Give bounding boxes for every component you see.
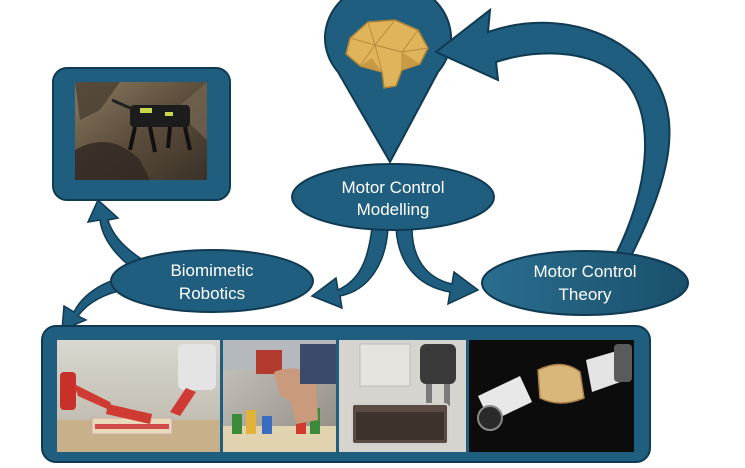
modelling-to-robotics-arrow — [310, 227, 389, 310]
node-biomimetic-robotics: Biomimetic Robotics — [110, 249, 314, 313]
node-robotics-line2: Robotics — [179, 284, 245, 303]
hand-stacking-blocks-photo — [223, 340, 336, 452]
node-theory-line2: Theory — [559, 285, 612, 304]
theory-to-brain-arrow — [434, 7, 671, 263]
brain-icon — [345, 19, 429, 89]
node-theory-line1: Motor Control — [534, 262, 637, 281]
node-motor-control-modelling: Motor Control Modelling — [291, 163, 495, 231]
red-robot-arm-photo — [57, 340, 220, 452]
robot-gripper-container-photo — [339, 340, 466, 452]
robot-holding-bread-photo — [469, 340, 634, 452]
robot-dog-photo-frame — [52, 67, 231, 201]
node-motor-control-theory: Motor Control Theory — [481, 250, 689, 316]
node-modelling-line2: Modelling — [357, 200, 430, 219]
robot-dog-in-cave-photo — [75, 82, 207, 180]
modelling-to-theory-arrow — [395, 227, 480, 306]
photo-strip — [41, 325, 651, 463]
node-modelling-line1: Motor Control — [342, 178, 445, 197]
node-robotics-line1: Biomimetic — [170, 261, 254, 280]
robotics-to-photo-arrow — [86, 198, 142, 270]
brain-pin — [324, 0, 452, 165]
